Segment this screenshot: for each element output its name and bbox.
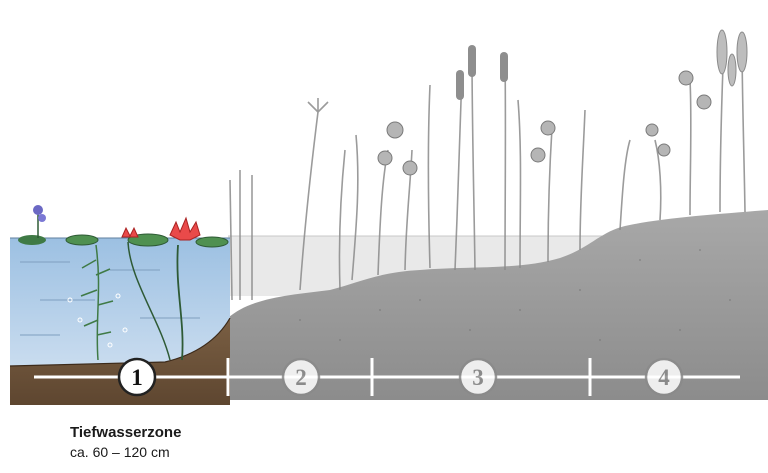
zone-number-1: 1: [131, 365, 143, 390]
deep-water: [10, 238, 230, 366]
zone-number-4: 4: [658, 365, 670, 390]
zone-marker-4[interactable]: 4: [644, 357, 684, 397]
zone-depth-range: ca. 60 – 120 cm: [70, 444, 170, 460]
pond-bank-ground: [228, 210, 768, 400]
zone-number-3: 3: [472, 365, 484, 390]
soil-edge: [9, 317, 231, 367]
zone-marker-2[interactable]: 2: [281, 357, 321, 397]
submerged-plant-illustration: [80, 244, 114, 361]
air-bubbles: [67, 293, 128, 348]
ground-texture: [299, 249, 731, 341]
zone-number-2: 2: [295, 365, 307, 390]
marsh-plants-illustration: [229, 39, 746, 301]
zone-marker-3[interactable]: 3: [458, 357, 498, 397]
deep-zone-soil: [10, 318, 230, 405]
zone-title: Tiefwasserzone: [70, 424, 182, 441]
lupin-spikes: [716, 29, 748, 87]
zone-dividers: [226, 358, 592, 396]
zone-marker-1[interactable]: 1: [117, 357, 157, 397]
water-hyacinth-illustration: [18, 205, 46, 245]
water-lily-illustration: [121, 216, 201, 361]
zone-caption: Tiefwasserzone ca. 60 – 120 cm: [70, 424, 181, 462]
cattail-heads: [456, 45, 508, 100]
iris-flowers: [377, 70, 712, 176]
